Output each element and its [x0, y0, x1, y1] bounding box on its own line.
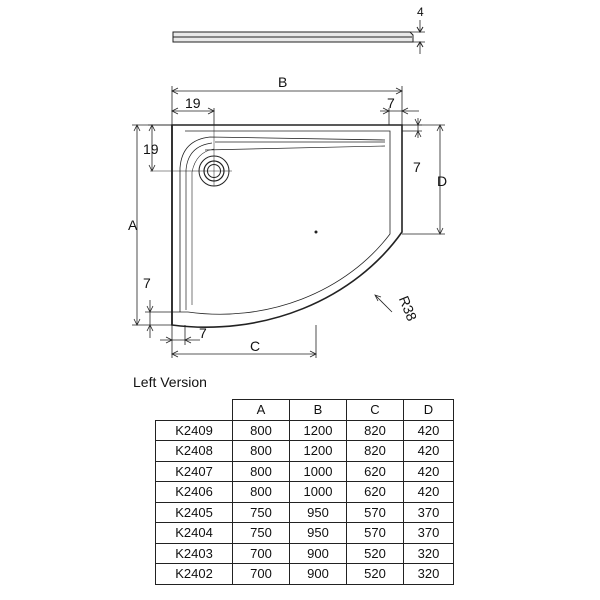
dim-right-side-label: 7	[413, 159, 421, 175]
table-cell: 900	[289, 563, 347, 585]
table-cell: 800	[232, 440, 290, 462]
version-caption: Left Version	[133, 374, 207, 390]
table-cell: 420	[403, 460, 454, 482]
dim-b-label: B	[278, 74, 287, 90]
table-cell: 750	[232, 522, 290, 544]
dim-left-margin-label: 19	[185, 95, 201, 111]
model-cell: K2405	[155, 501, 233, 523]
model-cell: K2408	[155, 440, 233, 462]
table-cell: 750	[232, 501, 290, 523]
model-cell: K2404	[155, 522, 233, 544]
model-cell: K2402	[155, 563, 233, 585]
dim-radius-label: R38	[396, 293, 421, 323]
dim-bottom-left-label: 7	[199, 325, 207, 341]
model-cell: K2406	[155, 481, 233, 503]
dim-a-label: A	[128, 217, 138, 233]
table-cell: 570	[346, 501, 404, 523]
table-cell: 800	[232, 419, 290, 441]
table-row: K2403 700 900 520 320	[155, 542, 454, 564]
table-cell: 1000	[289, 481, 347, 503]
table-cell: 1200	[289, 419, 347, 441]
dim-top-margin-label: 19	[143, 141, 159, 157]
dimension-lines	[132, 86, 445, 358]
table-header-cell: A	[232, 399, 290, 421]
table-cell: 820	[346, 419, 404, 441]
dim-c-label: C	[250, 338, 260, 354]
thickness-label: 4	[417, 5, 424, 19]
table-cell: 420	[403, 419, 454, 441]
table-row: K2406 800 1000 620 420	[155, 481, 454, 503]
dim-right-margin-label: 7	[387, 95, 395, 111]
size-table: A B C D K2409 800 1200 820 420 K2408 800…	[155, 399, 454, 585]
table-row: K2404 750 950 570 370	[155, 522, 454, 544]
table-cell: 420	[403, 481, 454, 503]
table-header-cell: D	[403, 399, 454, 421]
table-row: K2407 800 1000 620 420	[155, 460, 454, 482]
table-header-cell: C	[346, 399, 404, 421]
table-cell: 950	[289, 522, 347, 544]
model-cell: K2409	[155, 419, 233, 441]
table-cell: 900	[289, 542, 347, 564]
table-row: K2409 800 1200 820 420	[155, 419, 454, 441]
drain-outlet	[150, 125, 318, 234]
table-cell: 520	[346, 542, 404, 564]
dimension-labels: B 19 7 19 7 D A 7 7 C R38	[128, 74, 447, 354]
table-header-cell: B	[289, 399, 347, 421]
table-cell: 320	[403, 563, 454, 585]
table-cell: 1000	[289, 460, 347, 482]
table-cell: 520	[346, 563, 404, 585]
table-cell: 1200	[289, 440, 347, 462]
table-cell: 700	[232, 542, 290, 564]
table-cell: 800	[232, 481, 290, 503]
table-header-row: A B C D	[155, 399, 454, 421]
table-header-cell	[155, 399, 233, 421]
table-cell: 700	[232, 563, 290, 585]
table-cell: 620	[346, 481, 404, 503]
table-cell: 950	[289, 501, 347, 523]
model-cell: K2403	[155, 542, 233, 564]
dim-bottom-margin-label: 7	[143, 275, 151, 291]
table-cell: 820	[346, 440, 404, 462]
table-row: K2405 750 950 570 370	[155, 501, 454, 523]
tray-plan-outline	[171, 124, 403, 328]
table-cell: 800	[232, 460, 290, 482]
table-row: K2408 800 1200 820 420	[155, 440, 454, 462]
table-cell: 370	[403, 501, 454, 523]
table-row: K2402 700 900 520 320	[155, 563, 454, 585]
table-cell: 420	[403, 440, 454, 462]
model-cell: K2407	[155, 460, 233, 482]
dim-d-label: D	[437, 173, 447, 189]
table-cell: 620	[346, 460, 404, 482]
table-cell: 570	[346, 522, 404, 544]
table-cell: 320	[403, 542, 454, 564]
table-cell: 370	[403, 522, 454, 544]
tray-side-profile	[172, 20, 425, 54]
tray-technical-drawing: 4	[128, 5, 447, 358]
